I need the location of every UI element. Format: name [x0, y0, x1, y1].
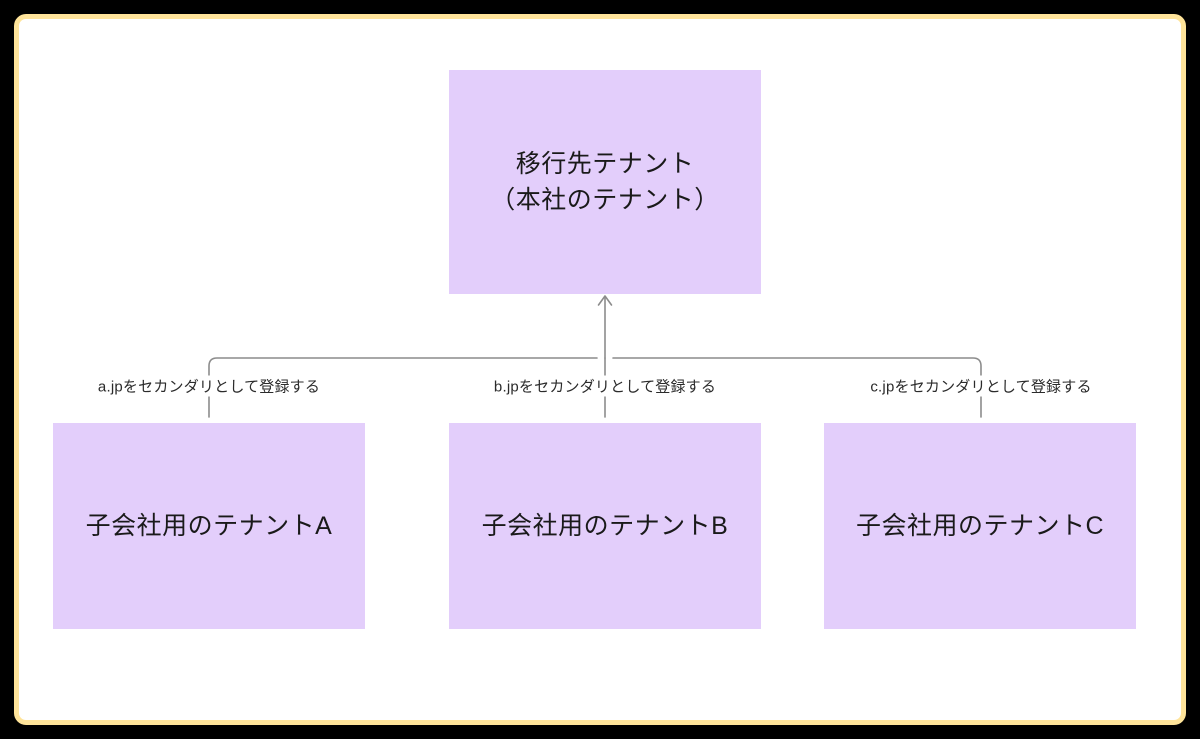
- connector-root-arrowhead: [597, 295, 613, 306]
- node-child-tenant-a[interactable]: 子会社用のテナントA: [53, 423, 365, 629]
- node-child-tenant-b[interactable]: 子会社用のテナントB: [449, 423, 761, 629]
- diagram-canvas-frame: 移行先テナント （本社のテナント） 子会社用のテナントA 子会社用のテナントB …: [14, 14, 1186, 725]
- edge-label-child-a: a.jpをセカンダリとして登録する: [91, 375, 327, 397]
- diagram-root: 移行先テナント （本社のテナント） 子会社用のテナントA 子会社用のテナントB …: [19, 19, 1181, 720]
- node-child-tenant-c[interactable]: 子会社用のテナントC: [824, 423, 1136, 629]
- edge-label-child-b: b.jpをセカンダリとして登録する: [487, 375, 723, 397]
- node-root-tenant[interactable]: 移行先テナント （本社のテナント）: [449, 70, 761, 294]
- edge-label-child-c: c.jpをセカンダリとして登録する: [864, 375, 1098, 397]
